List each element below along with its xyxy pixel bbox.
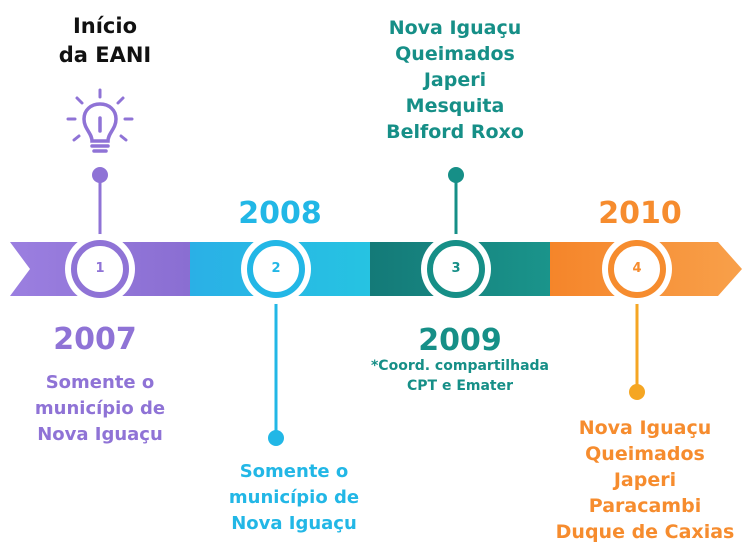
milestone-note-3: *Coord. compartilhada CPT e Emater <box>370 358 549 394</box>
lightbulb-icon <box>66 88 134 153</box>
connector-dot-2 <box>268 430 284 446</box>
milestone-circle-4 <box>602 234 672 304</box>
milestone-description-2: Somente o município de Nova Iguaçu <box>228 461 360 534</box>
milestone-circle-2 <box>241 234 311 304</box>
milestone-number-1: 1 <box>95 261 105 276</box>
milestone-year-1: 2007 <box>53 322 137 357</box>
milestone-description-3: Nova Iguaçu Queimados Japeri Mesquita Be… <box>386 17 524 143</box>
milestone-number-3: 3 <box>451 261 461 276</box>
milestone-year-3: 2009 <box>418 323 502 358</box>
milestone-circle-3 <box>421 234 491 304</box>
start-title: Início da EANI <box>58 14 152 67</box>
milestone-number-4: 4 <box>632 261 642 276</box>
connector-dot-4 <box>629 384 645 400</box>
milestone-circle-1 <box>65 234 135 304</box>
milestone-description-4: Nova Iguaçu Queimados Japeri Paracambi D… <box>555 417 735 543</box>
milestone-year-4: 2010 <box>598 196 682 231</box>
milestone-description-1: Somente o município de Nova Iguaçu <box>34 372 166 445</box>
connector-dot-3 <box>448 167 464 183</box>
connector-dot-1 <box>92 167 108 183</box>
milestone-number-2: 2 <box>271 261 281 276</box>
milestone-year-2: 2008 <box>238 196 322 231</box>
